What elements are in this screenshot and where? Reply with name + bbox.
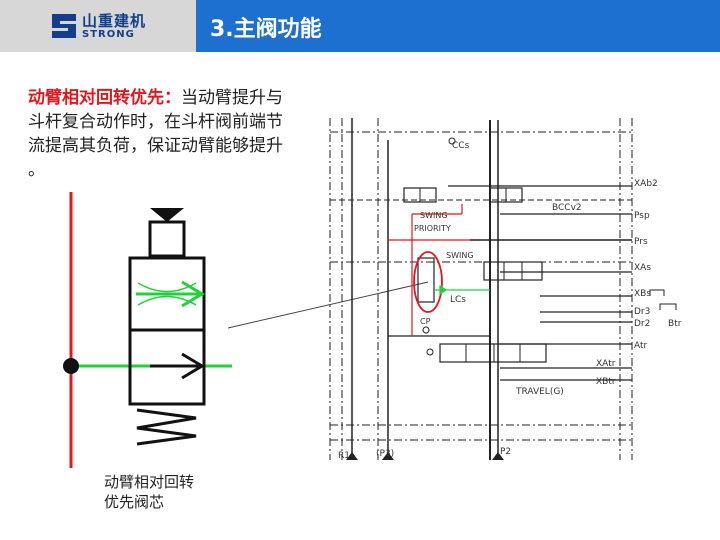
header: 山重建机 STRONG 3.主阀功能	[0, 0, 720, 52]
priority-spool-highlight-ring	[413, 251, 443, 313]
spool-caption: 动臂相对回转 优先阀芯	[104, 472, 224, 512]
label-xbs: XBs	[634, 289, 651, 299]
label-travel: TRAVEL(G)	[515, 387, 564, 397]
title-bar: 3.主阀功能	[196, 0, 720, 52]
actuator-triangle	[150, 208, 184, 222]
label-btr: Btr	[668, 319, 682, 329]
label-xab2: XAb2	[634, 179, 658, 189]
strong-logo-icon	[52, 14, 76, 38]
caption-line-1: 动臂相对回转	[104, 473, 195, 491]
label-p3: (P3)	[376, 449, 394, 459]
black-arrow-head	[181, 352, 205, 380]
label-dr3: Dr3	[634, 307, 650, 317]
callout-leader-line	[227, 281, 429, 329]
label-xbtr: XBtr	[596, 377, 616, 387]
logo-chinese-text: 山重建机	[82, 12, 147, 30]
description-highlight: 动臂相对回转优先：	[28, 88, 181, 108]
highlighted-oil-path	[388, 204, 470, 336]
label-psp: Psp	[634, 211, 650, 221]
label-swing-priority-2: PRIORITY	[414, 224, 451, 233]
description-text: 动臂相对回转优先：当动臂提升与斗杆复合动作时，在斗杆阀前端节流提高其负荷，保证动…	[28, 86, 290, 182]
label-prs: Prs	[634, 237, 648, 247]
caption-line-2: 优先阀芯	[104, 493, 165, 511]
label-xas: XAs	[634, 263, 651, 273]
label-cp: CP	[420, 317, 431, 326]
spool-symbol	[63, 192, 232, 468]
label-lcs: LCs	[450, 295, 466, 305]
logo-english-text: STRONG	[82, 29, 135, 40]
schematic-labels: CCs XAb2 BCCv2 Psp SWING PRIORITY Prs SW…	[338, 141, 682, 461]
label-r1: R1	[338, 451, 350, 461]
label-xatr: XAtr	[596, 359, 616, 369]
label-dr2: Dr2	[634, 319, 650, 329]
hydraulic-schematic	[329, 118, 677, 460]
label-swing-priority-1: SWING	[420, 211, 448, 220]
logo-area: 山重建机 STRONG	[0, 0, 196, 52]
spring-symbol	[136, 408, 197, 446]
label-ccs: CCs	[452, 141, 470, 151]
label-bcc: BCCv2	[552, 203, 582, 213]
label-atr: Atr	[634, 341, 648, 351]
junction-dot	[63, 358, 79, 374]
green-arrow-head	[181, 280, 205, 308]
page-title: 3.主阀功能	[210, 17, 322, 42]
label-swing: SWING	[446, 251, 474, 260]
spool-actuator	[148, 220, 186, 258]
label-p2: P2	[500, 447, 511, 457]
schematic-green-path	[434, 284, 490, 296]
description-body: 当动臂提升与斗杆复合动作时，在斗杆阀前端节流提高其负荷，保证动臂能够提升 。	[28, 88, 283, 180]
